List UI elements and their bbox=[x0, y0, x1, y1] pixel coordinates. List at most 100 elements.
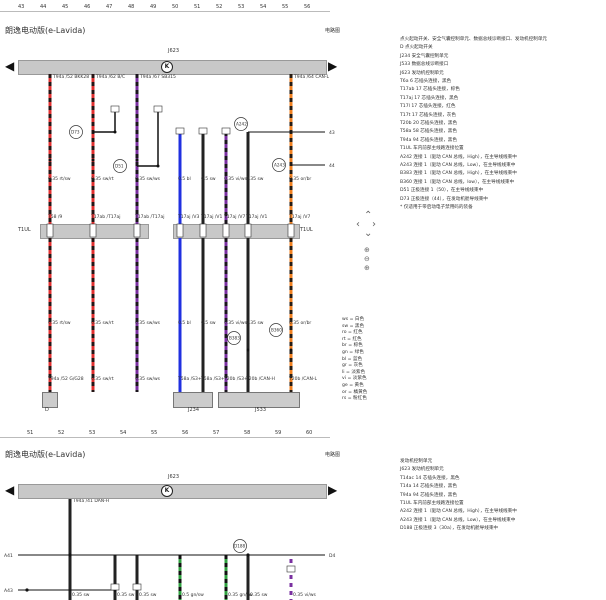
junction-node-label: D73 bbox=[71, 130, 80, 135]
legend-row: T1UL 车内前部主线路连接位置 bbox=[400, 501, 464, 506]
page2-title: 朗逸电动版(e-Lavida) bbox=[5, 450, 86, 459]
nav-right-arrow[interactable]: ▶ bbox=[328, 59, 338, 73]
ruler-col: 52 bbox=[216, 4, 223, 10]
p2-wire-top-label: T94a /41 DAN-H bbox=[72, 498, 109, 504]
connector-pin bbox=[133, 223, 141, 238]
legend-row: T94a 94 芯插头连接，黑色 bbox=[400, 137, 457, 143]
wire-lower-label: 0.5 sw bbox=[201, 320, 216, 326]
wire-conn-label: T17aj /V3 bbox=[177, 214, 200, 220]
component-label-d: D bbox=[45, 407, 49, 413]
page2-nav-left-arrow[interactable]: ◀ bbox=[5, 483, 15, 497]
ruler-line bbox=[0, 437, 330, 438]
wire-lower-label: 0.35 sw/rt bbox=[91, 320, 114, 326]
legend-row: D51 正极连接 1（50），在主导线线束中 bbox=[400, 188, 484, 194]
wire-top-label: T94a /64 CAN-L bbox=[293, 74, 330, 80]
p2-small-plug bbox=[132, 583, 142, 591]
ruler-col: 48 bbox=[128, 4, 135, 10]
wire-lower-label: 0.35 vi/ws bbox=[224, 320, 248, 326]
color-key-row: ro = 红色 bbox=[342, 330, 363, 336]
legend-row: J234 安全气囊控制单元 bbox=[400, 53, 449, 59]
page2-nav-right-arrow[interactable]: ▶ bbox=[328, 483, 338, 497]
color-key-row: ge = 黄色 bbox=[342, 383, 364, 388]
small-plug bbox=[221, 127, 231, 135]
scroll-down-icon[interactable]: ⌄ bbox=[364, 228, 373, 239]
wire-mid-label: 0.35 or/br bbox=[289, 176, 311, 182]
junction-node bbox=[272, 158, 286, 172]
p2-dot bbox=[68, 553, 72, 557]
wire-mid-label: 0.35 sw bbox=[246, 176, 264, 182]
p2-wire-label: 0.35 sw bbox=[250, 592, 268, 598]
legend-row: J623 发动机控制单元 bbox=[400, 467, 444, 473]
legend-row: A243 连接 1（驱动 CAN 总线，Low），在主导线线束中 bbox=[400, 163, 516, 168]
connector-pin bbox=[244, 223, 252, 238]
p2-wire-label: 0.35 vi/ws bbox=[293, 592, 317, 598]
p2-wire-label: 0.35 sw bbox=[139, 592, 157, 598]
legend-row: J623 发动机控制单元 bbox=[400, 70, 444, 76]
right-tag-label: 43 bbox=[329, 130, 335, 136]
connector-pin bbox=[176, 223, 184, 238]
small-plug bbox=[175, 127, 185, 135]
p2-dot bbox=[25, 588, 29, 592]
legend-row: T17l 17 芯插头连接，红色 bbox=[400, 104, 456, 110]
connector-pin bbox=[222, 223, 230, 238]
wire-conn-label: T17aj /V7 bbox=[223, 214, 246, 220]
ruler-col: 56 bbox=[304, 4, 311, 10]
component-box-d bbox=[42, 392, 58, 408]
junction-node-label: A243 bbox=[274, 163, 285, 168]
wire-end-label: T58a /S3+ bbox=[200, 376, 225, 382]
wire-end-label: 0.35 sw/ws bbox=[135, 376, 161, 382]
wire-end-label: T20b /CAN-H bbox=[245, 376, 275, 382]
module-label: J623 bbox=[168, 48, 180, 54]
junction-node-label: D51 bbox=[115, 164, 124, 169]
color-key-row: br = 棕色 bbox=[342, 343, 363, 349]
scroll-left-icon[interactable]: ‹ bbox=[356, 219, 360, 230]
ruler-col: 46 bbox=[84, 4, 91, 10]
legend-row: T17aj 17 芯插头连接，黑色 bbox=[400, 95, 459, 101]
p2-junction-node-label: D188 bbox=[234, 544, 246, 549]
wire-conn-label: T17aj /V1 bbox=[245, 214, 268, 220]
wire-lower-label: 0.35 sw bbox=[246, 320, 264, 326]
color-key-row: ws = 白色 bbox=[342, 317, 365, 322]
ruler-col: 44 bbox=[40, 4, 47, 10]
legend-row: 点火起动开关、安全气囊控制单元、数据总线诊断接口、发动机控制单元 bbox=[400, 37, 548, 42]
small-plug bbox=[198, 127, 208, 135]
zoom-in-icon[interactable]: ⊕ bbox=[364, 246, 370, 254]
component-label-j234: J234 bbox=[188, 407, 200, 413]
p2-left-tag: A41 bbox=[4, 553, 13, 559]
nav-left-arrow[interactable]: ◀ bbox=[5, 59, 15, 73]
p2-right-tag: D4 bbox=[329, 553, 335, 559]
zoom-fit-icon[interactable]: ⊕ bbox=[364, 264, 370, 272]
color-key-row: rt = 红色 bbox=[342, 336, 362, 342]
junction-node-label: B383 bbox=[229, 336, 240, 341]
connector-pin bbox=[199, 223, 207, 238]
ruler-col: 54 bbox=[120, 430, 127, 436]
module-ground-mark: K bbox=[161, 61, 173, 73]
wire-mid-label: 0.35 sw/rt bbox=[91, 176, 114, 182]
ruler-col: 59 bbox=[275, 430, 282, 436]
zoom-out-icon[interactable]: ⊖ bbox=[364, 255, 370, 263]
page-title: 朗逸电动版(e-Lavida) bbox=[5, 26, 86, 35]
ruler-col: 47 bbox=[106, 4, 113, 10]
connector-label-right: T1UL bbox=[300, 227, 313, 233]
scroll-up-icon[interactable]: ⌃ bbox=[364, 210, 373, 221]
p2-dot bbox=[246, 553, 250, 557]
legend-row: T1UL 车内前部主线路连接位置 bbox=[400, 146, 464, 152]
ruler-col: 57 bbox=[213, 430, 220, 436]
wire-mid-label: 0.35 rt/sw bbox=[48, 176, 71, 182]
junction-dot bbox=[91, 158, 95, 162]
wire-mid-label: 0.5 sw bbox=[201, 176, 216, 182]
junction-dot bbox=[289, 348, 293, 352]
junction-dot bbox=[156, 164, 160, 168]
page2-module-label: J623 bbox=[168, 474, 180, 480]
p2-left-tag: A43 bbox=[4, 588, 13, 594]
scroll-right-icon[interactable]: › bbox=[372, 219, 376, 230]
wire-conn-label: T17ab /T17aj bbox=[134, 214, 165, 220]
color-key-row: or = 橘黄色 bbox=[342, 389, 368, 395]
legend-row: T6a 6 芯插头连接，黑色 bbox=[400, 79, 452, 84]
p2-junction-node bbox=[233, 539, 247, 553]
wire-mid-label: 0.35 sw/ws bbox=[135, 176, 161, 182]
connector-pin bbox=[46, 223, 54, 238]
wire-top-label: T94a /62 B/C bbox=[95, 74, 125, 80]
color-key-row: rs = 粉红色 bbox=[342, 396, 367, 402]
wire-conn-label: T58 /9 bbox=[47, 214, 62, 220]
